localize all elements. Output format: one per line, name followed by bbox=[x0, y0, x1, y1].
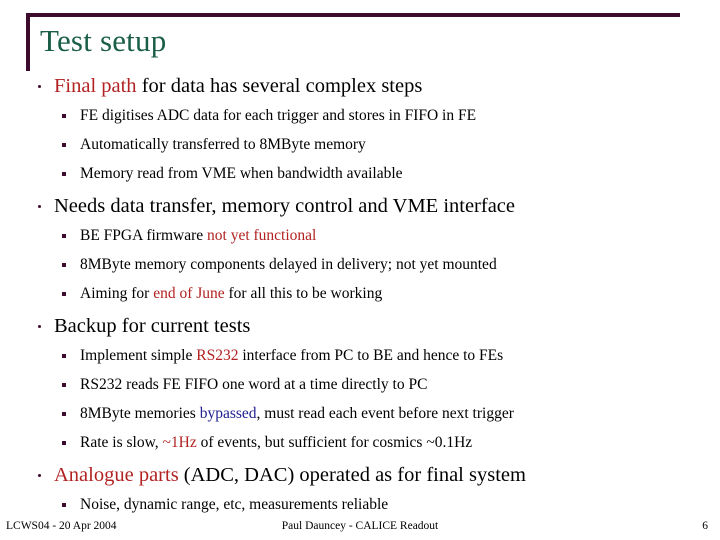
bullet-dot-icon bbox=[38, 474, 41, 477]
bullet-square-icon bbox=[62, 441, 66, 445]
text-run: 8MByte memories bbox=[80, 405, 200, 422]
text-run: Rate is slow, bbox=[80, 434, 163, 451]
bullet-text: Backup for current tests bbox=[54, 315, 250, 337]
text-run: Implement simple bbox=[80, 347, 197, 364]
title-rule-left bbox=[26, 13, 30, 71]
slide-footer: LCWS04 - 20 Apr 2004 Paul Dauncey - CALI… bbox=[0, 516, 720, 536]
bullet-text: Memory read from VME when bandwidth avai… bbox=[80, 165, 403, 182]
bullet-item-level2: BE FPGA firmware not yet functional bbox=[0, 221, 720, 250]
footer-event-date: LCWS04 - 20 Apr 2004 bbox=[6, 520, 117, 532]
bullet-text: Rate is slow, ~1Hz of events, but suffic… bbox=[80, 434, 472, 451]
bullet-item-level2: 8MByte memory components delayed in deli… bbox=[0, 250, 720, 279]
text-run: not yet functional bbox=[207, 227, 317, 244]
text-run: Memory read from VME when bandwidth avai… bbox=[80, 165, 403, 182]
text-run: , must read each event before next trigg… bbox=[256, 405, 514, 422]
text-run: Aiming for bbox=[80, 285, 154, 302]
text-run: for all this to be working bbox=[224, 285, 383, 302]
bullet-square-icon bbox=[62, 114, 66, 118]
bullet-item-level2: RS232 reads FE FIFO one word at a time d… bbox=[0, 370, 720, 399]
bullet-text: Final path for data has several complex … bbox=[54, 75, 422, 97]
text-run: FE digitises ADC data for each trigger a… bbox=[80, 107, 477, 124]
text-run: Analogue parts bbox=[54, 464, 179, 486]
text-run: Automatically transferred to 8MByte memo… bbox=[80, 136, 366, 153]
bullet-square-icon bbox=[62, 234, 66, 238]
text-run: BE FPGA firmware bbox=[80, 227, 208, 244]
text-run: Final path bbox=[54, 75, 137, 97]
text-run: Noise, dynamic range, etc, measurements … bbox=[80, 496, 389, 513]
bullet-square-icon bbox=[62, 383, 66, 387]
title-rule-top bbox=[26, 13, 680, 17]
bullet-item-level2: Rate is slow, ~1Hz of events, but suffic… bbox=[0, 428, 720, 457]
footer-author-title: Paul Dauncey - CALICE Readout bbox=[281, 520, 439, 532]
bullet-text: RS232 reads FE FIFO one word at a time d… bbox=[80, 376, 427, 393]
slide-body: Final path for data has several complex … bbox=[0, 72, 720, 519]
bullet-text: Noise, dynamic range, etc, measurements … bbox=[80, 496, 388, 513]
bullet-text: Aiming for end of June for all this to b… bbox=[80, 285, 382, 302]
bullet-item-level2: Implement simple RS232 interface from PC… bbox=[0, 341, 720, 370]
bullet-item-level2: 8MByte memories bypassed, must read each… bbox=[0, 399, 720, 428]
bullet-text: Automatically transferred to 8MByte memo… bbox=[80, 136, 366, 153]
text-run: RS232 reads FE FIFO one word at a time d… bbox=[80, 376, 428, 393]
footer-page-number: 6 bbox=[702, 520, 708, 532]
bullet-dot-icon bbox=[38, 325, 41, 328]
text-run: of events, but sufficient for cosmics ~0… bbox=[196, 434, 473, 451]
bullet-item-level1: Backup for current tests bbox=[0, 312, 720, 341]
text-run: RS232 bbox=[196, 347, 239, 364]
bullet-dot-icon bbox=[38, 85, 41, 88]
text-run: 8MByte memory components delayed in deli… bbox=[80, 256, 497, 273]
bullet-text: BE FPGA firmware not yet functional bbox=[80, 227, 316, 244]
text-run: Backup for current tests bbox=[54, 315, 251, 337]
text-run: Needs data transfer, memory control and … bbox=[54, 195, 516, 217]
bullet-item-level1: Needs data transfer, memory control and … bbox=[0, 192, 720, 221]
bullet-dot-icon bbox=[38, 205, 41, 208]
text-run: end of June bbox=[153, 285, 225, 302]
bullet-item-level2: Aiming for end of June for all this to b… bbox=[0, 279, 720, 308]
bullet-item-level1: Final path for data has several complex … bbox=[0, 72, 720, 101]
bullet-text: Implement simple RS232 interface from PC… bbox=[80, 347, 503, 364]
bullet-square-icon bbox=[62, 412, 66, 416]
bullet-square-icon bbox=[62, 292, 66, 296]
bullet-text: Analogue parts (ADC, DAC) operated as fo… bbox=[54, 464, 526, 486]
bullet-text: 8MByte memories bypassed, must read each… bbox=[80, 405, 514, 422]
text-run: bypassed bbox=[199, 405, 257, 422]
text-run: (ADC, DAC) operated as for final system bbox=[178, 464, 526, 486]
bullet-square-icon bbox=[62, 354, 66, 358]
bullet-text: 8MByte memory components delayed in deli… bbox=[80, 256, 497, 273]
text-run: ~1Hz bbox=[162, 434, 197, 451]
bullet-item-level2: Memory read from VME when bandwidth avai… bbox=[0, 159, 720, 188]
bullet-square-icon bbox=[62, 503, 66, 507]
bullet-item-level1: Analogue parts (ADC, DAC) operated as fo… bbox=[0, 461, 720, 490]
bullet-square-icon bbox=[62, 172, 66, 176]
bullet-square-icon bbox=[62, 143, 66, 147]
bullet-text: FE digitises ADC data for each trigger a… bbox=[80, 107, 476, 124]
text-run: for data has several complex steps bbox=[136, 75, 423, 97]
bullet-item-level2: Noise, dynamic range, etc, measurements … bbox=[0, 490, 720, 519]
bullet-item-level2: Automatically transferred to 8MByte memo… bbox=[0, 130, 720, 159]
bullet-text: Needs data transfer, memory control and … bbox=[54, 195, 515, 217]
slide-title: Test setup bbox=[40, 23, 167, 58]
bullet-square-icon bbox=[62, 263, 66, 267]
bullet-item-level2: FE digitises ADC data for each trigger a… bbox=[0, 101, 720, 130]
text-run: interface from PC to BE and hence to FEs bbox=[238, 347, 504, 364]
